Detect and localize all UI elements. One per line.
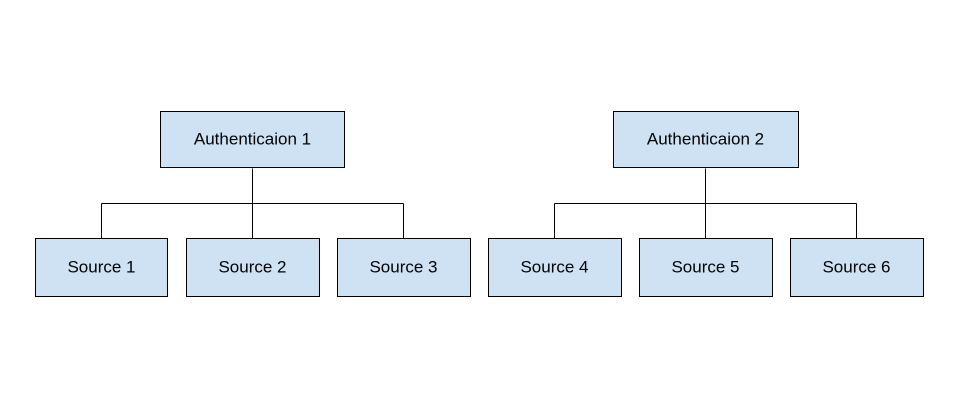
tree-2: Authenticaion 2 Source 4 Source 5 Source… [488, 111, 924, 297]
root-label-1: Authenticaion 1 [194, 129, 311, 148]
source-node-1: Source 1 [35, 238, 168, 297]
source-box-2 [186, 238, 320, 297]
source-node-4: Source 4 [488, 238, 622, 297]
root-node-2: Authenticaion 2 [613, 111, 799, 168]
source-box-5 [639, 238, 773, 297]
source-node-5: Source 5 [639, 238, 773, 297]
connector-tree-1 [101, 168, 404, 239]
source-label-4: Source 4 [520, 257, 588, 276]
root-node-1: Authenticaion 1 [160, 111, 345, 168]
source-label-5: Source 5 [671, 257, 739, 276]
source-node-3: Source 3 [337, 238, 471, 297]
source-label-6: Source 6 [822, 257, 890, 276]
connector-tree-2 [554, 168, 857, 239]
source-box-3 [337, 238, 471, 297]
tree-1: Authenticaion 1 Source 1 Source 2 Source… [35, 111, 471, 297]
source-node-2: Source 2 [186, 238, 320, 297]
source-box-6 [790, 238, 924, 297]
root-box-2 [613, 111, 799, 168]
source-label-2: Source 2 [218, 257, 286, 276]
root-box-1 [160, 111, 345, 168]
source-box-1 [35, 238, 168, 297]
source-box-4 [488, 238, 622, 297]
source-node-6: Source 6 [790, 238, 924, 297]
source-label-3: Source 3 [369, 257, 437, 276]
source-label-1: Source 1 [67, 257, 135, 276]
root-label-2: Authenticaion 2 [647, 129, 764, 148]
